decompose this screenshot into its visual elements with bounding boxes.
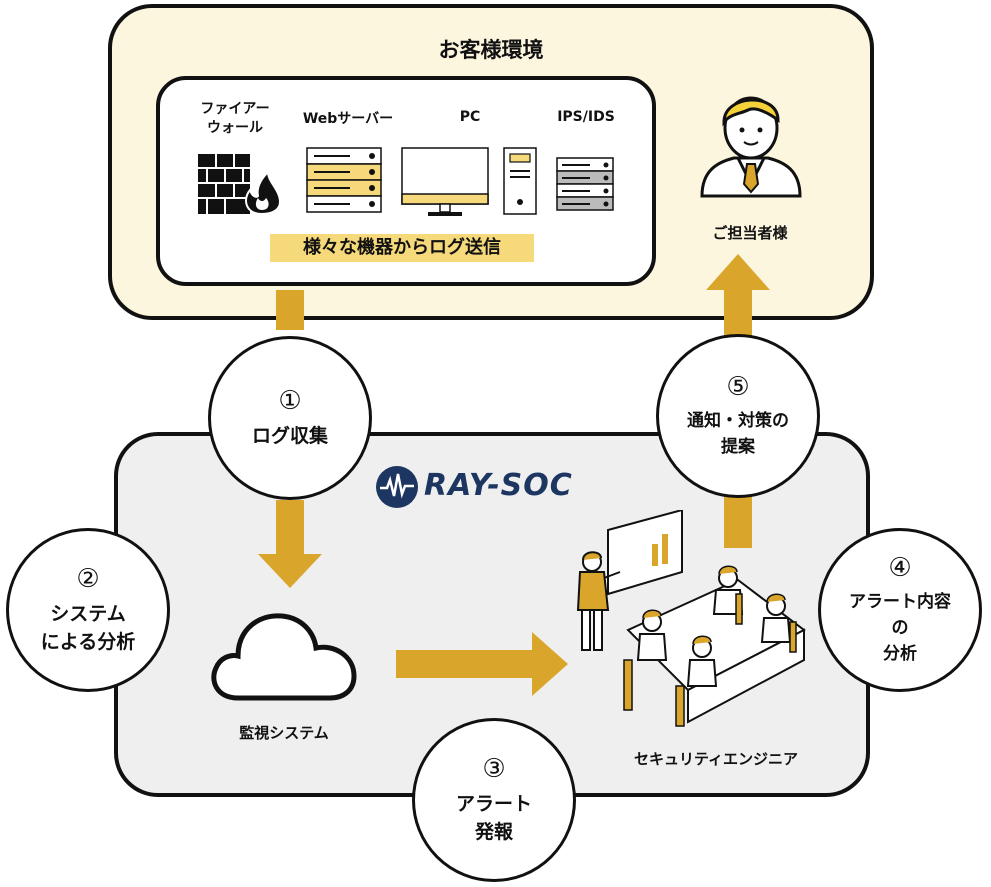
log-sending-caption: 様々な機器からログ送信 (270, 234, 534, 262)
ips-ids-icon (556, 157, 614, 211)
ray-soc-logo-text: RAY-SOC (424, 468, 573, 503)
step-5-circle: ⑤ 通知・対策の 提案 (656, 334, 820, 498)
security-engineers-icon (576, 510, 806, 727)
device-label-pc: PC (459, 109, 481, 125)
device-label-web-server: Webサーバー (302, 111, 394, 127)
step-4-circle: ④ アラート内容 の 分析 (818, 528, 982, 692)
step-5-number: ⑤ (726, 372, 750, 402)
step-2-circle: ② システム による分析 (6, 528, 170, 692)
arrow-notify (706, 254, 770, 548)
step-2-text-line-2: による分析 (40, 631, 136, 653)
step-3-text-line-1: アラート (455, 793, 532, 815)
arrow-log-collect-upper (276, 290, 304, 330)
person-contact-icon (700, 96, 802, 198)
step-3-text-line-2: 発報 (474, 821, 513, 843)
monitoring-system-label: 監視システム (239, 724, 329, 742)
step-4-number: ④ (888, 553, 912, 583)
step-3-number: ③ (482, 754, 506, 784)
contact-person-label: ご担当者様 (712, 224, 788, 242)
security-engineer-label: セキュリティエンジニア (633, 750, 799, 768)
step-2-number: ② (76, 564, 100, 594)
step-3-circle: ③ アラート 発報 (412, 718, 576, 882)
arrow-alert (396, 632, 568, 696)
device-label-ips-ids: IPS/IDS (557, 109, 615, 125)
step-2-text-line-1: システム (50, 603, 126, 625)
customer-environment-title: お客様環境 (438, 38, 544, 62)
firewall-icon (198, 154, 282, 216)
step-4-text-line-2: の (891, 618, 909, 638)
step-5-text-line-1: 通知・対策の (687, 411, 789, 431)
ray-soc-logo-icon (376, 466, 418, 508)
step-1-text: ログ収集 (251, 425, 328, 447)
device-label-firewall: ファイアー ウォール (200, 101, 270, 136)
cloud-icon (211, 613, 357, 701)
server-icon (306, 147, 382, 213)
step-1-number: ① (278, 386, 302, 416)
arrow-log-collect-lower (258, 500, 322, 588)
step-4-text-line-3: 分析 (883, 644, 917, 664)
step-1-circle: ① ログ収集 (208, 336, 372, 500)
pc-icon (401, 147, 537, 216)
step-4-text-line-1: アラート内容 (849, 592, 951, 612)
step-5-text-line-2: 提案 (721, 437, 755, 457)
